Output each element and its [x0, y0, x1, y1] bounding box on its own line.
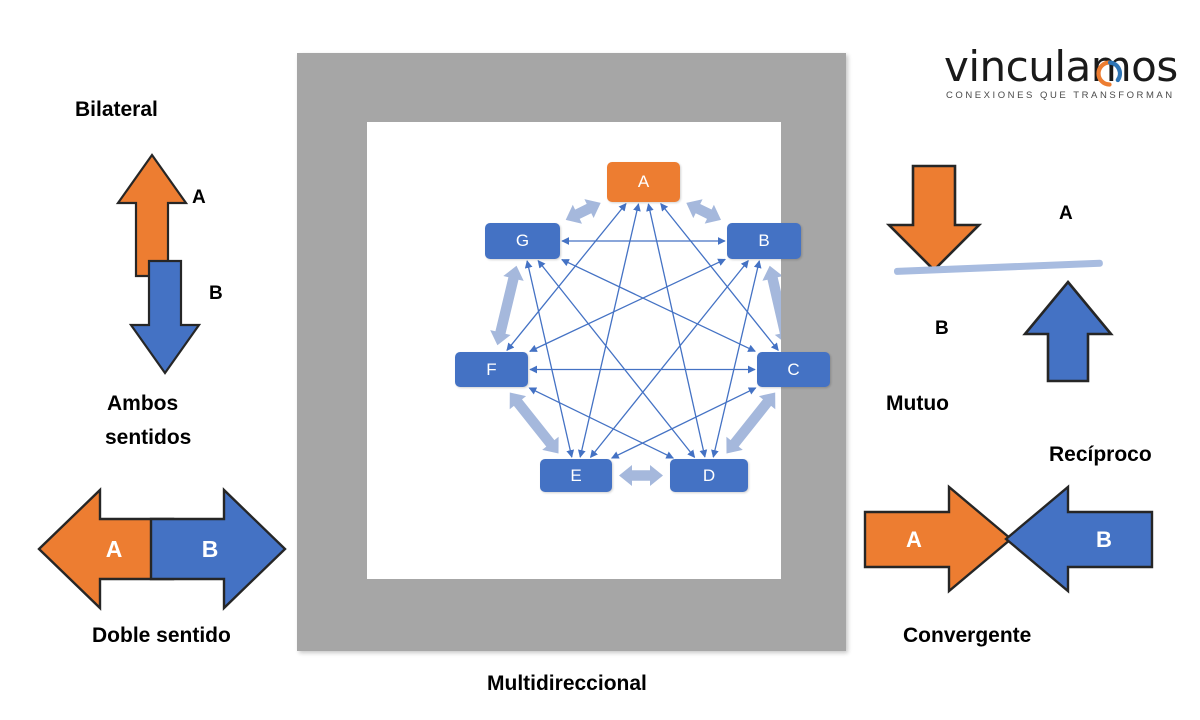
ring-edge-d-e	[619, 465, 663, 486]
graph-node-c[interactable]: C	[757, 352, 830, 387]
bilateral-title: Bilateral	[75, 98, 158, 121]
convergente-caption: Convergente	[903, 624, 1032, 647]
arrow-down-orange-icon	[885, 164, 983, 272]
svg-text:A: A	[906, 527, 922, 552]
mutuo-caption: Mutuo	[886, 392, 949, 415]
arrow-right-blue-icon: B	[149, 487, 287, 611]
doble-sentido-caption: Doble sentido	[92, 624, 231, 647]
brand-logo: vinculamos CONEXIONES QUE TRANSFORMAN	[944, 44, 1178, 106]
bilateral-label-a: A	[192, 187, 206, 208]
graph-node-g[interactable]: G	[485, 223, 560, 259]
graph-node-b[interactable]: B	[727, 223, 801, 259]
chord-edge-layer	[506, 202, 779, 459]
arrow-left-blue-icon: B	[1004, 484, 1154, 594]
arrow-right-orange-icon: A	[863, 484, 1013, 594]
logo-wordmark: vinculamos	[944, 42, 1178, 91]
arrow-up-blue-icon	[1022, 279, 1114, 383]
svg-text:A: A	[106, 536, 123, 562]
mutuo-label-b: B	[935, 318, 949, 339]
svg-text:B: B	[202, 536, 219, 562]
graph-node-f[interactable]: F	[455, 352, 528, 387]
graph-node-d[interactable]: D	[670, 459, 748, 492]
logo-ring-icon	[1096, 60, 1123, 87]
multidireccional-caption: Multidireccional	[487, 672, 647, 695]
mutuo-label-a: A	[1059, 203, 1073, 224]
logo-tagline: CONEXIONES QUE TRANSFORMAN	[946, 90, 1175, 101]
bilateral-caption-line2: sentidos	[105, 426, 192, 449]
svg-text:B: B	[1096, 527, 1112, 552]
arrow-down-blue-icon	[128, 259, 202, 375]
multidireccional-graph	[490, 199, 781, 486]
bilateral-caption-line1: Ambos	[107, 392, 179, 415]
graph-node-layer: A B C D E F G	[367, 122, 830, 579]
graph-node-a[interactable]: A	[607, 162, 680, 202]
chord-edge-e-g	[524, 260, 575, 458]
multidireccional-frame: A B C D E F G	[297, 53, 846, 651]
multidireccional-canvas: A B C D E F G	[367, 122, 830, 579]
reciproco-title: Recíproco	[1049, 443, 1152, 466]
graph-node-e[interactable]: E	[540, 459, 612, 492]
bilateral-label-b: B	[209, 283, 223, 304]
